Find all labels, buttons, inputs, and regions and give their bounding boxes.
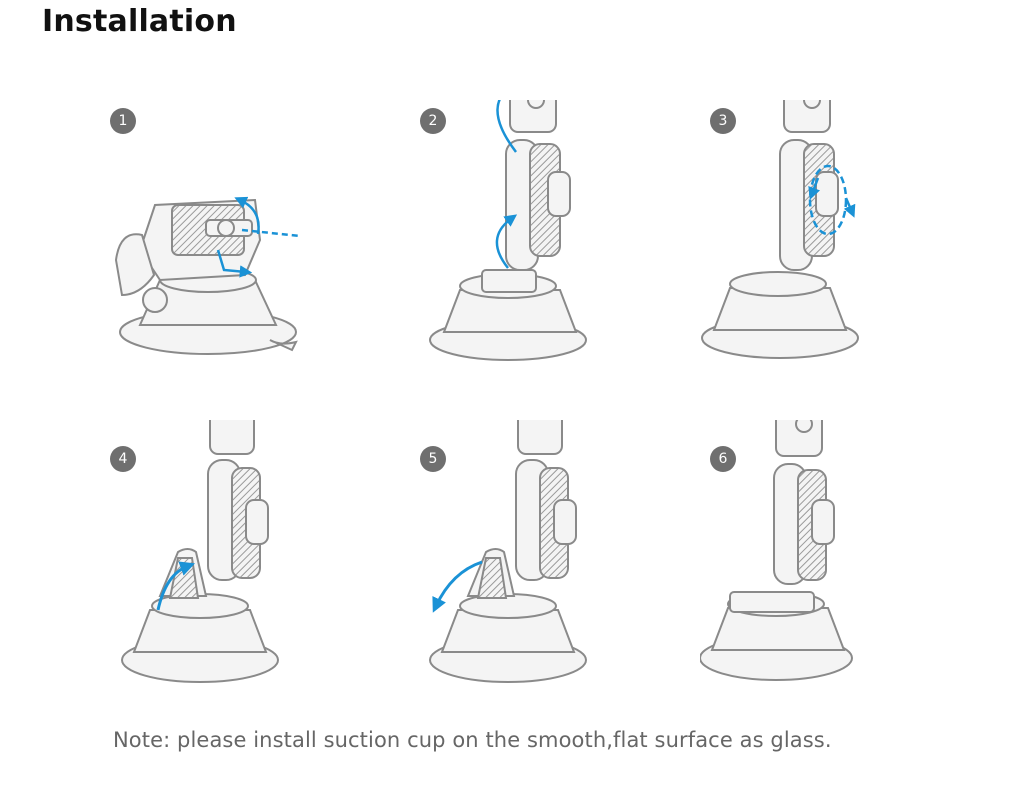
step-4: 4 bbox=[100, 420, 400, 740]
mount-illustration-step-1 bbox=[114, 196, 301, 355]
step-number-badge: 2 bbox=[420, 108, 446, 134]
mount-illustration-step-5 bbox=[429, 420, 587, 683]
step-2: 2 bbox=[408, 100, 708, 420]
step-number-badge: 1 bbox=[110, 108, 136, 134]
step-5: 5 bbox=[408, 420, 708, 740]
step-6: 6 bbox=[700, 420, 1000, 740]
step-3: 3 bbox=[700, 100, 1000, 420]
step-number-badge: 4 bbox=[110, 446, 136, 472]
step-number-badge: 6 bbox=[710, 446, 736, 472]
installation-note: Note: please install suction cup on the … bbox=[113, 728, 832, 752]
mount-illustration-step-3 bbox=[701, 100, 859, 359]
step-number-badge: 5 bbox=[420, 446, 446, 472]
mount-illustration-step-2 bbox=[429, 100, 587, 361]
step-1: 1 bbox=[100, 100, 400, 420]
page-title: Installation bbox=[42, 4, 237, 39]
mount-illustration-step-4 bbox=[121, 420, 279, 683]
step-number-badge: 3 bbox=[710, 108, 736, 134]
mount-illustration-step-6 bbox=[700, 420, 853, 681]
